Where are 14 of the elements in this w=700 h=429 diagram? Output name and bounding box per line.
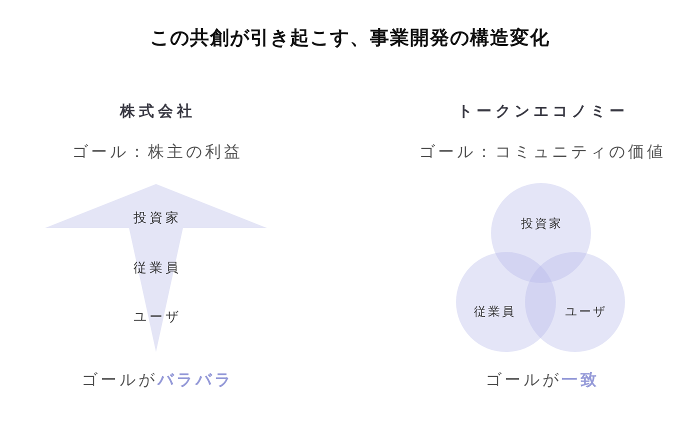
stakeholder-label: 投資家 (132, 210, 182, 228)
summary-text: ゴールが一致 (484, 370, 600, 390)
up-arrow-shape (45, 184, 267, 352)
stakeholder-label: 従業員 (132, 260, 182, 278)
diagram-title: この共創が引き起こす、事業開発の構造変化 (150, 27, 550, 51)
stakeholder-label: 投資家 (520, 216, 563, 232)
stakeholder-label: ユーザ (564, 304, 607, 320)
summary-text: ゴールがバラバラ (80, 370, 234, 390)
goal-text: ゴール：コミュニティの価値 (418, 142, 666, 162)
column-heading: トークンエコノミー (456, 102, 628, 121)
stakeholder-label: ユーザ (132, 310, 182, 326)
goal-text: ゴール：株主の利益 (71, 142, 243, 162)
column-heading: 株式会社 (118, 102, 196, 121)
stakeholder-label: 従業員 (473, 304, 516, 320)
